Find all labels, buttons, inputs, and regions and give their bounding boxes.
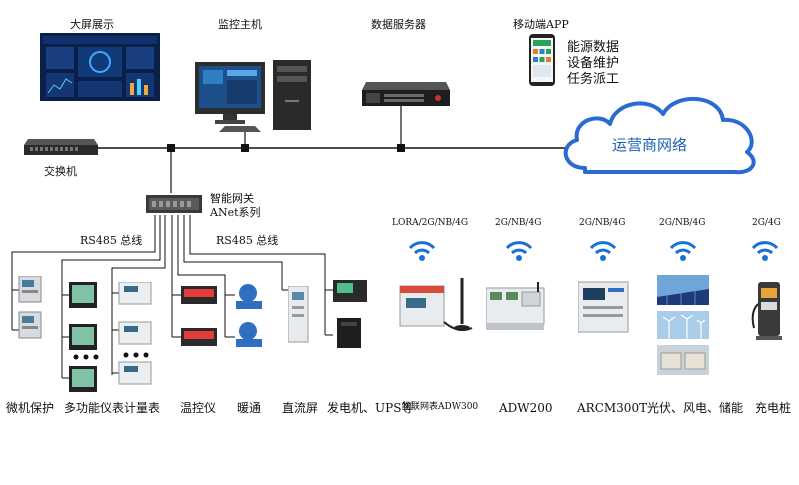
data-server xyxy=(362,82,450,106)
label-generator-ups: 发电机、UPS等 xyxy=(327,401,414,415)
junction-node xyxy=(397,144,405,152)
label-hvac: 暖通 xyxy=(237,401,262,415)
wifi-icon xyxy=(669,241,697,261)
mobile-phone xyxy=(529,34,555,86)
junction-node xyxy=(167,144,175,152)
label-adw200: ADW200 xyxy=(499,401,553,415)
network-switch xyxy=(24,139,98,155)
arcm300t-device xyxy=(578,281,629,333)
dc-panel-cabinet xyxy=(288,286,309,343)
app-feature: 设备维护 xyxy=(567,56,620,71)
wireless-label: 2G/NB/4G xyxy=(495,218,542,228)
label-microcomputer-protection: 微机保护 xyxy=(6,401,55,415)
label-arcm300t: ARCM300T xyxy=(577,401,648,415)
hvac-flow-meters xyxy=(236,284,262,347)
protection-relay-devices xyxy=(18,276,42,339)
wifi-icon xyxy=(505,241,533,261)
wifi-icon xyxy=(589,241,617,261)
pv-wind-storage-images xyxy=(657,275,709,375)
adw300-iot-meter xyxy=(399,278,473,331)
label-multifunction-meter: 多功能仪表 xyxy=(64,401,125,415)
label-pv-wind-storage: 光伏、风电、储能 xyxy=(647,401,744,415)
generator-ups-devices xyxy=(333,280,367,348)
label-temperature-controller: 温控仪 xyxy=(180,401,217,415)
rs485-bus-left: RS485 总线 xyxy=(80,234,143,247)
data-server-label: 数据服务器 xyxy=(371,18,426,31)
cloud-icon xyxy=(563,97,756,175)
app-feature: 能源数据 xyxy=(567,40,620,55)
switch-label: 交换机 xyxy=(44,165,77,178)
wireless-label: 2G/NB/4G xyxy=(579,218,626,228)
rs485-bus-right: RS485 总线 xyxy=(216,234,279,247)
energy-meters xyxy=(118,282,152,385)
junction-node xyxy=(241,144,249,152)
label-adw300: 物联网表ADW300 xyxy=(402,402,479,412)
label-charging-pile: 充电桩 xyxy=(755,401,792,415)
app-features-list: 能源数据 设备维护 任务派工 xyxy=(567,40,619,88)
monitor-host-computer xyxy=(195,60,311,132)
mobile-app-label: 移动端APP xyxy=(513,18,569,31)
wifi-icon xyxy=(408,241,436,261)
wireless-label: 2G/NB/4G xyxy=(659,218,706,228)
temperature-controllers xyxy=(181,286,217,346)
big-screen-display xyxy=(40,33,160,101)
gateway-label-2: ANet系列 xyxy=(210,206,261,219)
carrier-network-label: 运营商网络 xyxy=(612,136,688,154)
wireless-label: 2G/4G xyxy=(752,218,781,228)
wireless-label: LORA/2G/NB/4G xyxy=(392,218,469,228)
adw200-meter xyxy=(486,282,545,330)
label-metering-meter: 计量表 xyxy=(124,401,161,415)
monitor-host-label: 监控主机 xyxy=(218,18,262,31)
label-dc-panel: 直流屏 xyxy=(282,401,319,415)
charging-pile xyxy=(751,282,782,340)
gateway-label-1: 智能网关 xyxy=(210,192,254,205)
app-feature: 任务派工 xyxy=(567,72,620,87)
big-screen-label: 大屏展示 xyxy=(70,18,114,31)
multifunction-meters xyxy=(69,282,97,392)
wifi-icon xyxy=(751,241,779,261)
smart-gateway xyxy=(146,195,202,213)
